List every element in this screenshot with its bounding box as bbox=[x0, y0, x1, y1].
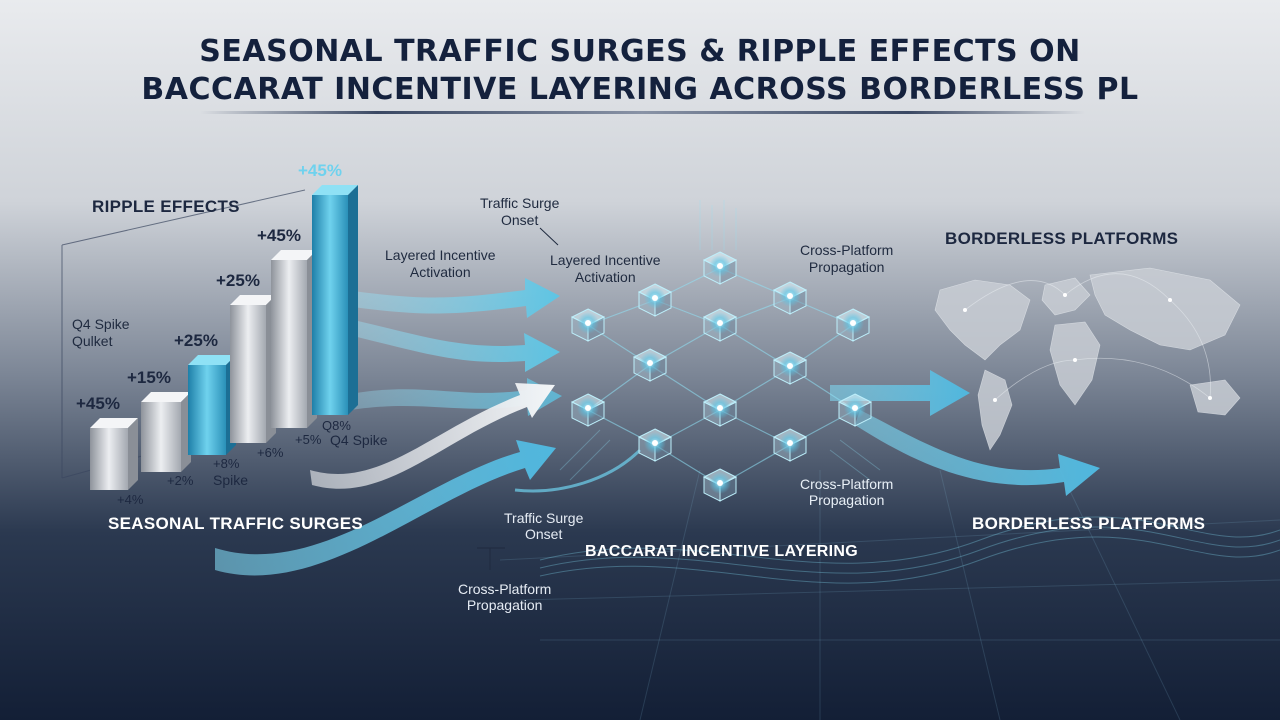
network-node bbox=[702, 468, 738, 502]
network-node bbox=[570, 308, 606, 342]
bar-extra-label-1: Spike bbox=[213, 472, 249, 488]
floor-grid bbox=[499, 469, 1280, 720]
cross-bottom-line-1: Cross-Platform bbox=[458, 581, 552, 597]
continent-south-america bbox=[977, 369, 1013, 451]
seasonal-traffic-surges-heading: SEASONAL TRAFFIC SURGES bbox=[108, 514, 363, 533]
bar-extra-label-2: Q4 Spike bbox=[330, 432, 388, 448]
map-dots bbox=[963, 293, 1212, 402]
bar-top-label-5: +45% bbox=[257, 226, 301, 245]
borderless-platforms-bottom-heading: BORDERLESS PLATFORMS bbox=[972, 514, 1206, 533]
traffic-surge-top-label: Traffic Surge Onset bbox=[480, 195, 559, 229]
cross-top-line-2: Propagation bbox=[808, 259, 885, 275]
bar-side-6 bbox=[348, 185, 358, 415]
layered-incentive-left-label: Layered Incentive Activation bbox=[385, 247, 496, 281]
baccarat-incentive-layering-heading: BACCARAT INCENTIVE LAYERING bbox=[585, 543, 859, 560]
surge-top-line-1: Traffic Surge bbox=[480, 195, 560, 211]
layered-mid-line-2: Activation bbox=[574, 269, 636, 285]
bar-5 bbox=[271, 260, 307, 428]
circuit-traces bbox=[559, 200, 881, 481]
continent-africa bbox=[1049, 321, 1101, 406]
network-node bbox=[702, 251, 738, 285]
layered-left-line-2: Activation bbox=[409, 264, 471, 280]
title-underline bbox=[200, 111, 1085, 114]
continent-north-america bbox=[934, 279, 1031, 361]
flow-arrows bbox=[215, 278, 1100, 576]
bar-top-label-3: +25% bbox=[174, 331, 218, 350]
bar-top-label-2: +15% bbox=[127, 368, 171, 387]
q4-spike-label: Q4 Spike Qulket bbox=[72, 316, 130, 350]
layered-left-line-1: Layered Incentive bbox=[385, 247, 496, 263]
continent-australia bbox=[1189, 379, 1241, 416]
cross-bottom-line-2: Propagation bbox=[466, 597, 543, 613]
bar-cap-6 bbox=[312, 185, 358, 195]
bar-cap-1 bbox=[90, 418, 138, 428]
network-node bbox=[837, 393, 873, 427]
map-connections bbox=[964, 273, 1211, 401]
flow-arrow-down bbox=[514, 448, 642, 493]
bar-bottom-label-3: +8% bbox=[213, 456, 240, 471]
bar-2 bbox=[141, 402, 181, 472]
network-node bbox=[702, 393, 738, 427]
flow-arrow-long bbox=[215, 440, 556, 576]
network-node bbox=[702, 308, 738, 342]
bar-cap-3 bbox=[188, 355, 236, 365]
bar-1 bbox=[90, 428, 128, 490]
network-nodes bbox=[570, 251, 873, 502]
network-node bbox=[772, 428, 808, 462]
cross-mid-line-2: Propagation bbox=[808, 492, 885, 508]
network-lines bbox=[587, 267, 856, 486]
network-node bbox=[637, 428, 673, 462]
traffic-surge-bottom-label: Traffic Surge Onset bbox=[504, 510, 583, 542]
network-node bbox=[772, 281, 808, 315]
network-node bbox=[570, 393, 606, 427]
surge-bottom-line-2: Onset bbox=[525, 526, 563, 542]
layered-mid-line-1: Layered Incentive bbox=[550, 252, 661, 268]
q4-spike-line-2: Qulket bbox=[72, 333, 113, 349]
bar-bottom-label-2: +2% bbox=[167, 473, 194, 488]
flow-arrow-silver bbox=[310, 383, 555, 489]
bar-top-label-4: +25% bbox=[216, 271, 260, 290]
leader-lines bbox=[477, 227, 559, 570]
network-node bbox=[772, 351, 808, 385]
bar-top-label-1: +45% bbox=[76, 394, 120, 413]
ripple-effects-heading: RIPPLE EFFECTS bbox=[92, 197, 240, 216]
flow-arrow-2 bbox=[345, 318, 560, 372]
flow-arrow-out-1 bbox=[830, 370, 970, 416]
network-node bbox=[632, 348, 668, 382]
bar-bottom-label-4: +6% bbox=[257, 445, 284, 460]
flow-arrow-1 bbox=[345, 278, 560, 318]
page-title-line-1: SEASONAL TRAFFIC SURGES & RIPPLE EFFECTS… bbox=[199, 34, 1081, 69]
bar-cap-4 bbox=[230, 295, 276, 305]
bar-3 bbox=[188, 365, 226, 455]
bar-cap-2 bbox=[141, 392, 191, 402]
flow-arrow-out-2 bbox=[855, 410, 1100, 496]
wave-lines bbox=[539, 516, 1280, 584]
bar-bottom-label-5: +5% bbox=[295, 432, 322, 447]
borderless-platforms-top-heading: BORDERLESS PLATFORMS bbox=[945, 229, 1179, 248]
surge-top-line-2: Onset bbox=[501, 212, 539, 228]
bar-4 bbox=[230, 305, 266, 443]
cross-platform-bottom-label: Cross-Platform Propagation bbox=[458, 581, 551, 613]
cross-mid-line-1: Cross-Platform bbox=[800, 476, 894, 492]
bar-bottom-label-6: Q8% bbox=[322, 418, 351, 433]
network-node bbox=[835, 308, 871, 342]
bar-cap-5 bbox=[271, 250, 317, 260]
continent-asia bbox=[1089, 267, 1241, 351]
cross-platform-mid-label: Cross-Platform Propagation bbox=[800, 476, 893, 508]
bar-bottom-label-1: +4% bbox=[117, 492, 144, 507]
bar-chart bbox=[90, 185, 358, 490]
world-map bbox=[934, 267, 1241, 451]
q4-spike-line-1: Q4 Spike bbox=[72, 316, 130, 332]
cross-platform-top-label: Cross-Platform Propagation bbox=[800, 242, 893, 276]
layered-incentive-mid-label: Layered Incentive Activation bbox=[550, 252, 661, 286]
cross-top-line-1: Cross-Platform bbox=[800, 242, 894, 258]
network-node bbox=[637, 283, 673, 317]
bar-6 bbox=[312, 195, 348, 415]
page-title-line-2: BACCARAT INCENTIVE LAYERING ACROSS BORDE… bbox=[141, 72, 1139, 107]
bar-top-label-6: +45% bbox=[298, 161, 342, 180]
surge-bottom-line-1: Traffic Surge bbox=[504, 510, 584, 526]
bar-side-1 bbox=[128, 418, 138, 490]
